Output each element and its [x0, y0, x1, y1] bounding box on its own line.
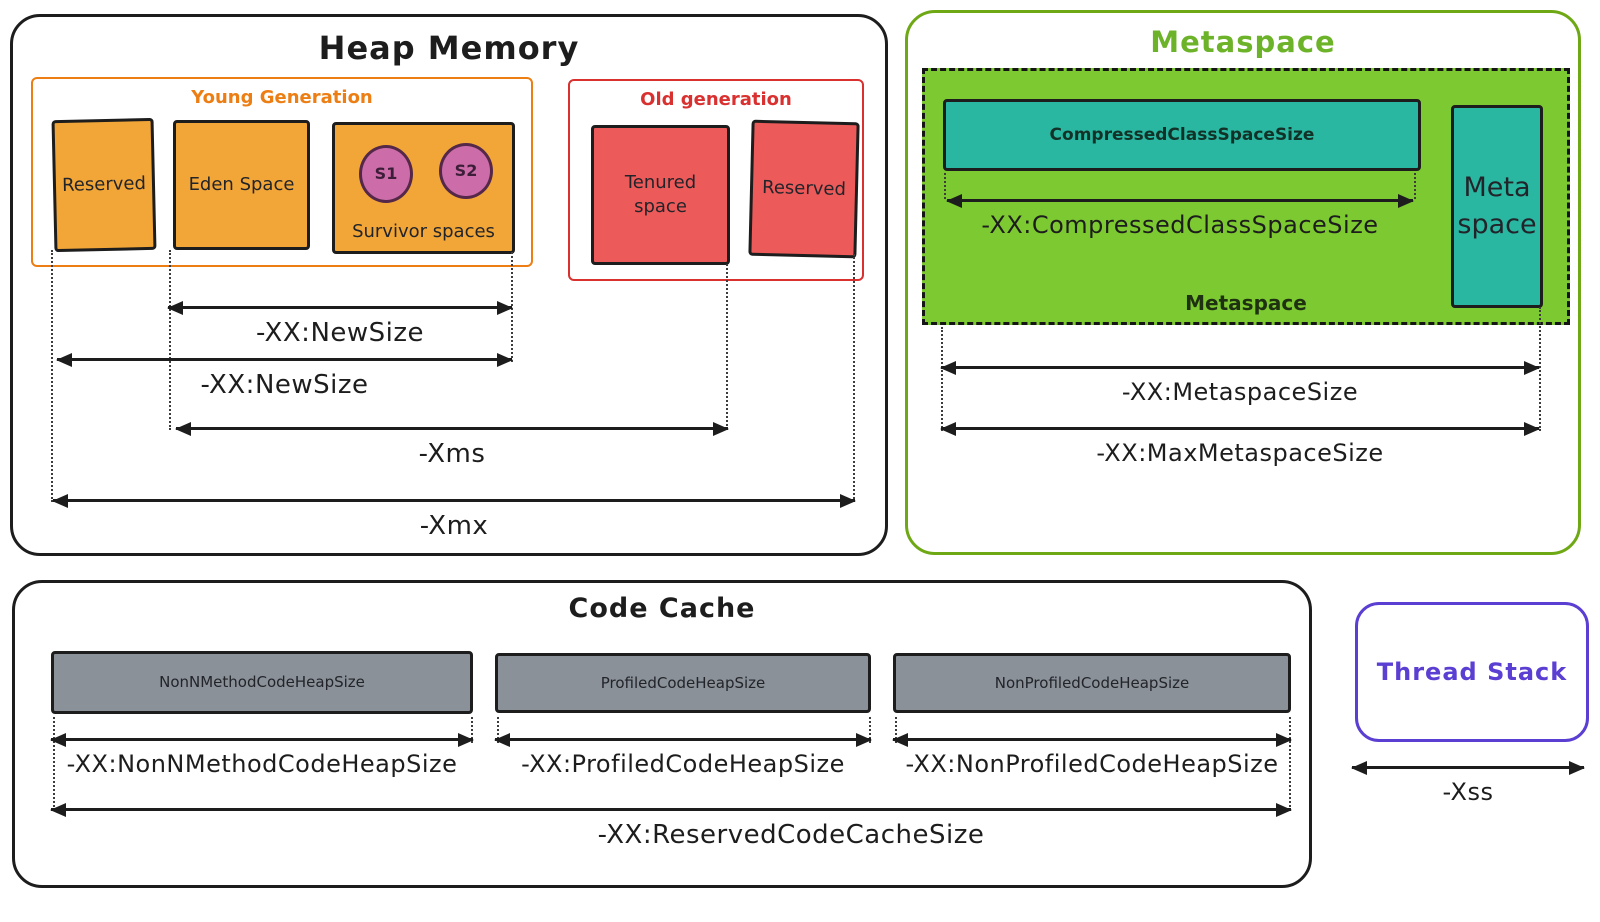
dotted-line-ccss-left — [944, 173, 946, 199]
xms-arrow-label: -Xms — [418, 439, 486, 469]
old-reserved-box: Reserved — [748, 119, 860, 259]
xmx-arrow-label: -Xmx — [419, 511, 489, 541]
dotted-line-cc-3 — [869, 717, 871, 743]
reserved-code-cache-arrow-label: -XX:ReservedCodeCacheSize — [597, 820, 985, 850]
heap-memory-box: Heap Memory Young Generation Reserved Ed… — [10, 14, 888, 556]
non-nmethod-code-heap-bar: NonNMethodCodeHeapSize — [51, 651, 473, 714]
old-reserved-label: Reserved — [761, 176, 847, 200]
young-reserved-box: Reserved — [51, 117, 157, 253]
code-cache-box: Code Cache NonNMethodCodeHeapSize Profil… — [12, 580, 1312, 888]
metaspace-dashed-region: CompressedClassSpaceSize Meta space -XX:… — [922, 68, 1570, 325]
survivor-spaces-label: Survivor spaces — [352, 220, 495, 242]
metaspace-size-arrow-label: -XX:MetaspaceSize — [1121, 378, 1359, 406]
max-metaspace-size-arrow: -XX:MaxMetaspaceSize — [940, 421, 1540, 467]
compressed-class-space-bar-label: CompressedClassSpaceSize — [1049, 124, 1315, 145]
young-generation-label: Young Generation — [191, 87, 373, 108]
profiled-code-heap-bar: ProfiledCodeHeapSize — [495, 653, 871, 713]
heap-memory-title: Heap Memory — [318, 29, 580, 67]
code-cache-title: Code Cache — [568, 593, 756, 624]
tenured-space-label: Tenured space — [624, 171, 697, 217]
tenured-space-box: Tenured space — [591, 125, 730, 265]
meta-space-bar: Meta space — [1451, 105, 1543, 308]
dotted-line-cc-far-left — [53, 717, 55, 807]
eden-space-box: Eden Space — [173, 120, 310, 250]
metaspace-title: Metaspace — [1150, 25, 1336, 59]
dotted-line-tenured-right — [726, 264, 728, 430]
new-size-outer-arrow-label: -XX:NewSize — [200, 370, 369, 400]
young-generation-group: Young Generation Reserved Eden Space S1 … — [31, 77, 533, 267]
old-generation-label: Old generation — [640, 89, 792, 110]
dotted-line-metaspace-left — [941, 327, 943, 431]
profiled-code-heap-arrow: -XX:ProfiledCodeHeapSize — [494, 732, 872, 778]
young-reserved-label: Reserved — [61, 172, 147, 196]
non-profiled-code-heap-arrow: -XX:NonProfiledCodeHeapSize — [892, 732, 1292, 778]
survivor-s2-circle: S2 — [439, 143, 493, 199]
compressed-class-space-arrow-label: -XX:CompressedClassSpaceSize — [981, 211, 1379, 239]
non-profiled-code-heap-arrow-label: -XX:NonProfiledCodeHeapSize — [905, 750, 1279, 778]
non-profiled-code-heap-bar-label: NonProfiledCodeHeapSize — [994, 673, 1190, 692]
thread-stack-box: Thread Stack — [1355, 602, 1589, 742]
profiled-code-heap-bar-label: ProfiledCodeHeapSize — [600, 673, 766, 692]
dotted-line-cc-4 — [895, 717, 897, 743]
survivor-s2-label: S2 — [454, 161, 478, 181]
eden-space-label: Eden Space — [188, 173, 295, 195]
dotted-line-cc-1 — [471, 717, 473, 743]
non-profiled-code-heap-bar: NonProfiledCodeHeapSize — [893, 653, 1291, 713]
xmx-arrow: -Xmx — [52, 493, 856, 541]
xms-arrow: -Xms — [175, 421, 729, 469]
old-generation-group: Old generation Tenured space Reserved — [568, 79, 864, 281]
dotted-line-metaspace-right — [1539, 307, 1541, 431]
profiled-code-heap-arrow-label: -XX:ProfiledCodeHeapSize — [521, 750, 845, 778]
survivor-s1-circle: S1 — [359, 145, 413, 203]
new-size-outer-arrow: -XX:NewSize — [56, 352, 513, 400]
xss-arrow: -Xss — [1351, 760, 1585, 806]
non-nmethod-code-heap-bar-label: NonNMethodCodeHeapSize — [159, 673, 365, 692]
metaspace-box: Metaspace — [905, 10, 1581, 555]
max-metaspace-size-arrow-label: -XX:MaxMetaspaceSize — [1096, 439, 1384, 467]
metaspace-inner-label: Metaspace — [1185, 291, 1307, 315]
meta-space-bar-label: Meta space — [1457, 172, 1537, 240]
survivor-spaces-box: S1 S2 Survivor spaces — [332, 122, 515, 254]
dotted-line-cc-2 — [497, 717, 499, 743]
compressed-class-space-arrow: -XX:CompressedClassSpaceSize — [946, 193, 1414, 239]
dotted-line-ccss-right — [1414, 173, 1416, 199]
dotted-line-young-reserved-left — [51, 250, 53, 502]
thread-stack-title: Thread Stack — [1376, 658, 1568, 686]
survivor-s1-label: S1 — [374, 164, 398, 184]
new-size-inner-arrow: -XX:NewSize — [167, 300, 513, 348]
dotted-line-cc-far-right — [1289, 717, 1291, 807]
non-nmethod-code-heap-arrow: -XX:NonNMethodCodeHeapSize — [50, 732, 474, 778]
dotted-line-old-reserved-right — [853, 254, 855, 502]
new-size-inner-arrow-label: -XX:NewSize — [255, 318, 425, 348]
dotted-line-eden-left — [169, 250, 171, 430]
metaspace-size-arrow: -XX:MetaspaceSize — [940, 360, 1540, 406]
xss-arrow-label: -Xss — [1442, 778, 1494, 806]
reserved-code-cache-arrow: -XX:ReservedCodeCacheSize — [50, 802, 1292, 850]
non-nmethod-code-heap-arrow-label: -XX:NonNMethodCodeHeapSize — [66, 750, 458, 778]
compressed-class-space-bar: CompressedClassSpaceSize — [943, 99, 1421, 171]
